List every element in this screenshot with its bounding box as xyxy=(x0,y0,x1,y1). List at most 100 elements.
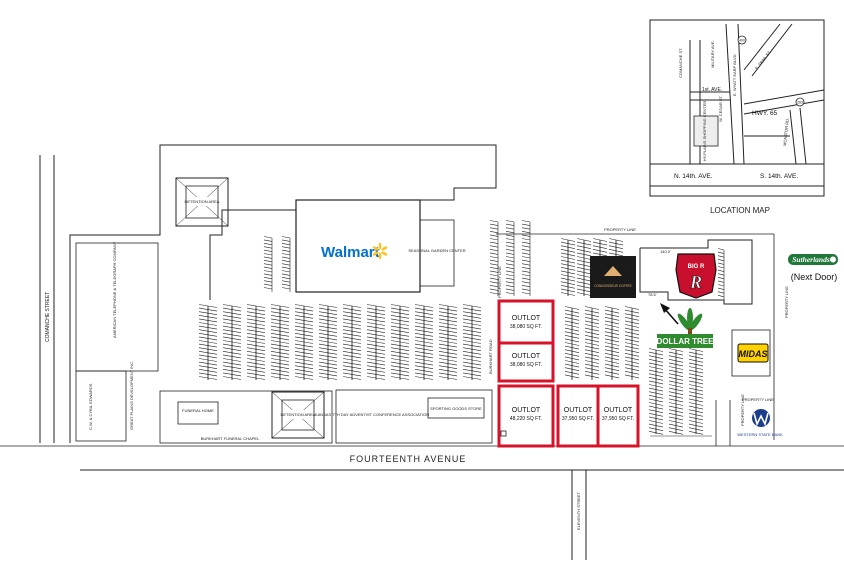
parking-stall xyxy=(246,307,257,310)
parking-stall xyxy=(231,327,242,330)
parking-stall xyxy=(270,369,281,372)
parking-stall xyxy=(571,350,580,353)
parking-stall xyxy=(399,338,410,341)
outlot-3[interactable] xyxy=(497,384,555,448)
dim-785: 78.5' xyxy=(648,292,657,297)
parking-stall xyxy=(505,274,515,277)
parking-stall xyxy=(655,353,664,356)
parking-stall xyxy=(583,275,592,278)
parking-stall xyxy=(207,366,218,369)
parking-stall xyxy=(688,348,697,351)
loc-military-label: MILITARY AVE. xyxy=(710,40,715,68)
parking-stall xyxy=(571,307,580,310)
parking-stall xyxy=(327,356,338,359)
parking-stall xyxy=(571,365,580,368)
parking-stall xyxy=(655,407,664,410)
parking-stall xyxy=(294,361,305,364)
parking-stall xyxy=(375,330,386,333)
parking-stall xyxy=(342,333,353,336)
western-state-bank-text: WESTERN STATE BANK xyxy=(737,432,783,437)
parking-stall xyxy=(294,376,305,379)
parking-stall xyxy=(675,385,684,388)
parking-stall xyxy=(717,259,725,262)
parking-stall xyxy=(695,364,704,367)
parking-stall xyxy=(571,343,580,346)
parking-stall xyxy=(447,312,458,315)
parking-stall xyxy=(351,334,362,337)
parking-stall xyxy=(281,277,291,280)
parking-stall xyxy=(560,274,569,277)
parking-stall xyxy=(294,329,305,332)
parking-stall xyxy=(222,322,233,325)
parking-stall xyxy=(560,238,569,241)
parking-stall xyxy=(423,309,434,312)
parking-stall xyxy=(655,403,664,406)
parking-stall xyxy=(327,359,338,362)
parking-stall xyxy=(571,322,580,325)
parking-stall xyxy=(688,369,697,372)
parking-stall xyxy=(423,370,434,373)
outlot-5[interactable] xyxy=(596,384,640,448)
parking-stall xyxy=(255,366,266,369)
parking-stall xyxy=(366,315,377,318)
outlots: OUTLOT 38,080 SQ FT. OUTLOT 38,080 SQ FT… xyxy=(497,299,640,448)
parking-stall xyxy=(281,287,291,290)
parking-stall xyxy=(717,280,725,283)
parking-stall xyxy=(222,336,233,339)
parking-stall xyxy=(576,259,585,262)
parking-stall xyxy=(303,309,314,312)
loc-comanche-label: COMANCHE ST. xyxy=(678,48,683,78)
sporting-goods-label: SPORTING GOODS STORE xyxy=(430,406,482,411)
adventist-parcel xyxy=(335,389,493,444)
parking-stall xyxy=(584,363,593,366)
parking-stall xyxy=(414,304,425,307)
parking-stall xyxy=(668,384,677,387)
parking-stall xyxy=(505,263,515,266)
parking-stall xyxy=(390,365,401,368)
route-shield-icon xyxy=(737,35,747,45)
parking-stall xyxy=(231,323,242,326)
parking-stall xyxy=(521,241,531,244)
parking-stall xyxy=(198,347,209,350)
parking-stall xyxy=(655,410,664,413)
parking-stall xyxy=(270,354,281,357)
parking-stall xyxy=(281,270,291,273)
outlot-1[interactable] xyxy=(497,299,555,345)
parking-stall xyxy=(375,370,386,373)
parking-stall xyxy=(583,293,592,296)
parking-stall xyxy=(489,274,499,277)
parking-stall xyxy=(584,338,593,341)
parking-stall xyxy=(608,245,617,248)
parking-stall xyxy=(390,333,401,336)
parking-stall xyxy=(423,359,434,362)
parking-stall xyxy=(668,391,677,394)
parking-stall xyxy=(675,378,684,381)
parking-stall xyxy=(584,306,593,309)
parking-stall xyxy=(462,372,473,375)
parking-stall xyxy=(423,348,434,351)
parking-stall xyxy=(489,238,499,241)
parking-stall xyxy=(222,354,233,357)
parking-stall xyxy=(366,333,377,336)
parking-stall xyxy=(366,343,377,346)
parking-stall xyxy=(489,231,499,234)
parking-stall xyxy=(375,327,386,330)
parking-stall xyxy=(631,311,640,314)
parking-stall xyxy=(414,329,425,332)
parking-stall xyxy=(567,282,576,285)
parking-stall xyxy=(604,331,613,334)
parking-stall xyxy=(342,325,353,328)
parking-stall xyxy=(414,354,425,357)
parking-stall xyxy=(604,371,613,374)
parking-stall xyxy=(611,314,620,317)
outlot-2[interactable] xyxy=(497,341,555,383)
parking-stall xyxy=(668,431,677,434)
parking-stall xyxy=(604,313,613,316)
parking-stall xyxy=(366,358,377,361)
parking-stall xyxy=(414,336,425,339)
parking-stall xyxy=(521,270,531,273)
parking-stall xyxy=(399,345,410,348)
parking-stall xyxy=(604,360,613,363)
parking-stall xyxy=(571,325,580,328)
parking-stall xyxy=(688,373,697,376)
